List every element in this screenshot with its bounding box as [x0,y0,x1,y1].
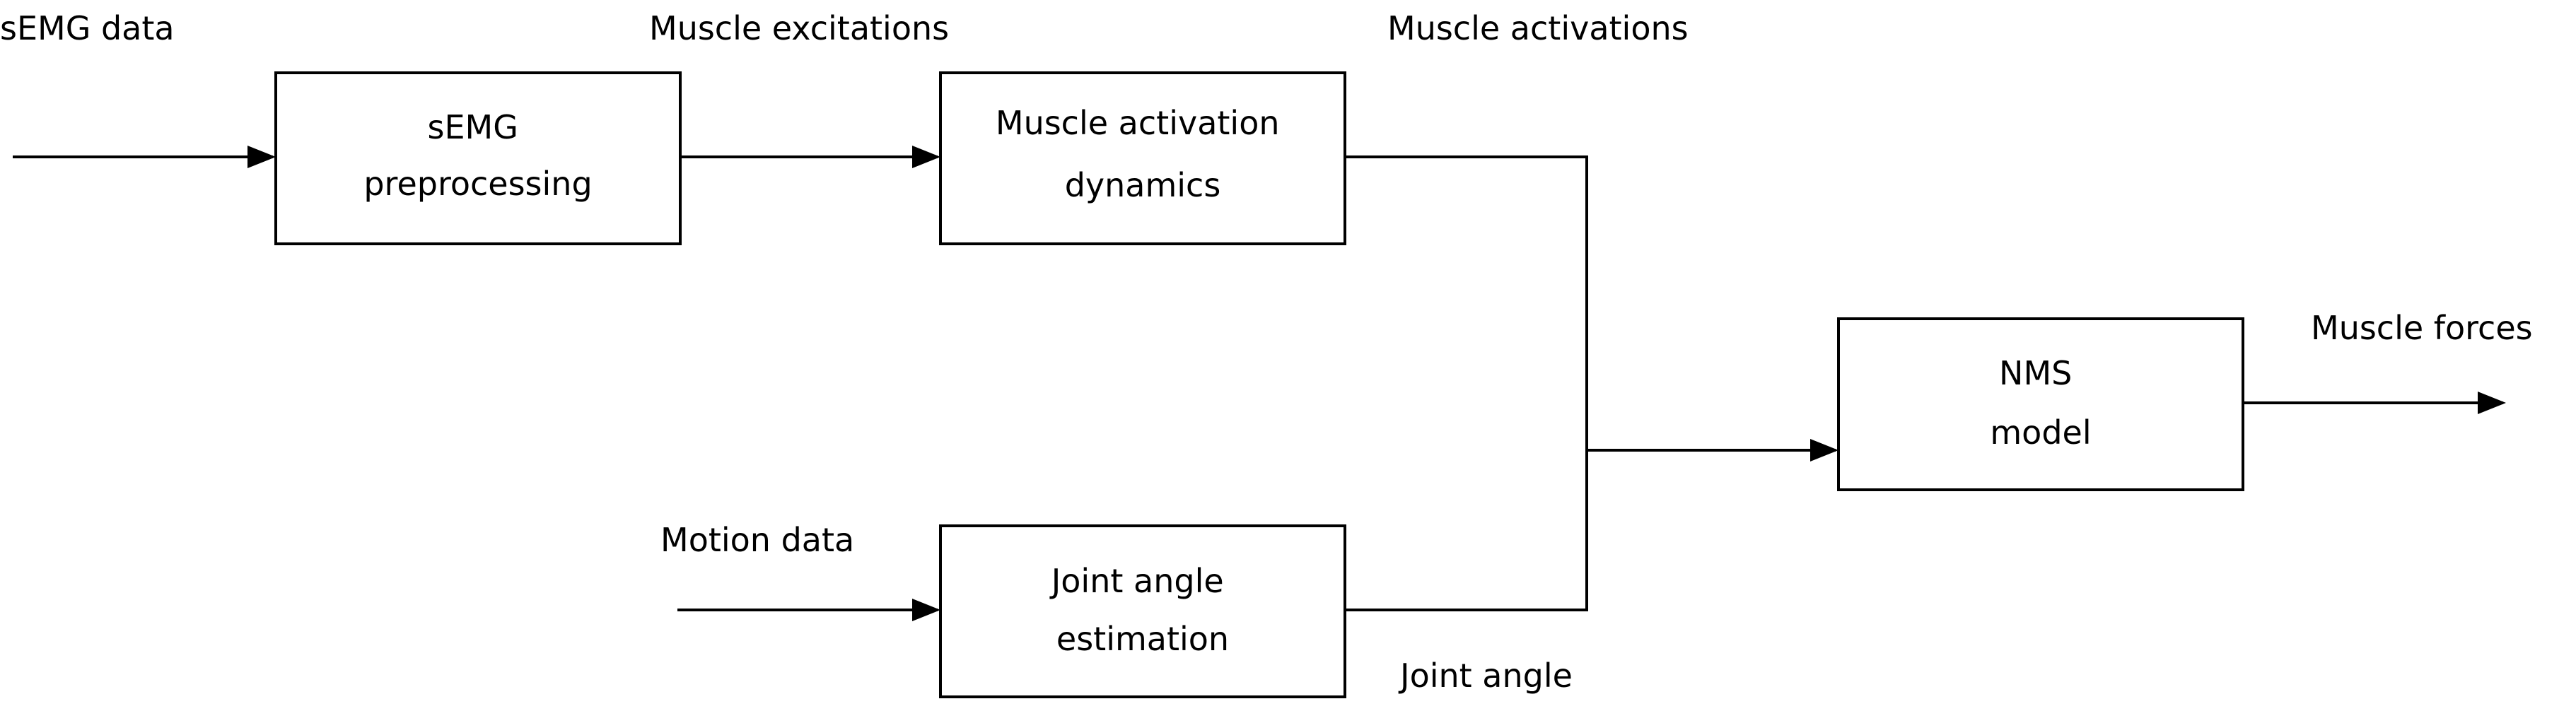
semg-preprocessing-box [274,71,682,245]
semg-preprocessing-line-2: preprocessing [363,165,592,203]
motion-data-label: Motion data [660,521,854,559]
muscle-activations-label: Muscle activations [1387,9,1689,47]
semg-preprocessing-block: sEMG preprocessing [274,71,682,245]
nms-model-line-1: NMS [1999,354,2072,392]
joint-angle-estimation-line-2: estimation [1056,620,1229,658]
activation-dynamics-block: Muscle activation dynamics [939,71,1346,245]
semg-preprocessing-label: sEMG preprocessing [363,108,592,203]
joint-angle-estimation-box [939,524,1346,698]
activations-connector [1345,155,1588,450]
activation-dynamics-box [939,71,1346,245]
nms-model-box [1837,317,2244,491]
nms-model-label: NMS model [1990,354,2091,452]
activation-dynamics-line-2: dynamics [1065,166,1221,204]
joint-angle-connector [1345,450,1588,611]
semg-preprocessing-line-1: sEMG [428,108,518,146]
joint-angle-estimation-line-1: Joint angle [1049,562,1224,600]
muscle-forces-label: Muscle forces [2311,309,2533,347]
joint-angle-estimation-block: Joint angle estimation [939,524,1346,698]
joint-angle-estimation-label: Joint angle estimation [1049,562,1235,658]
nms-model-line-2: model [1990,413,2091,452]
activation-dynamics-line-1: Muscle activation [996,104,1280,142]
nms-model-block: NMS model [1837,317,2244,491]
semg-data-label: sEMG data [0,9,175,47]
joint-angle-label: Joint angle [1398,657,1573,695]
muscle-excitations-label: Muscle excitations [649,9,949,47]
activation-dynamics-label: Muscle activation dynamics [996,104,1290,204]
